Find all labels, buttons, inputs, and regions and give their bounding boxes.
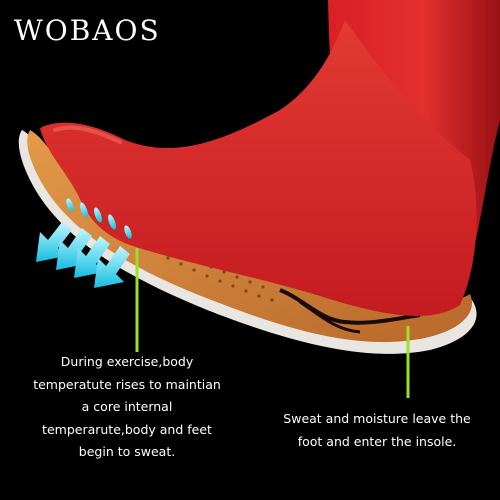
foot-highlight: [53, 125, 122, 144]
caption-right: Sweat and moisture leave the foot and en…: [282, 408, 472, 453]
foot: [40, 20, 477, 316]
caption-line: foot and enter the insole.: [297, 433, 457, 449]
down-left-arrows-icon: [36, 222, 130, 288]
caption-line: begin to sweat.: [78, 444, 176, 459]
caption-line: a core internal: [81, 399, 173, 414]
brand-logo: WOBAOS: [14, 14, 161, 47]
caption-line: temperatute rises to maintian: [33, 376, 221, 392]
caption-line: temperarute,body and feet: [42, 421, 212, 437]
caption-line: Sweat and moisture leave the: [283, 411, 471, 426]
insole-arch-stripe: [299, 300, 361, 334]
caption-left: During exercise,body temperatute rises t…: [22, 351, 232, 464]
caption-line: During exercise,body: [60, 354, 194, 369]
sweat-droplets: [66, 198, 132, 239]
insole-arch-stripe: [279, 288, 421, 325]
